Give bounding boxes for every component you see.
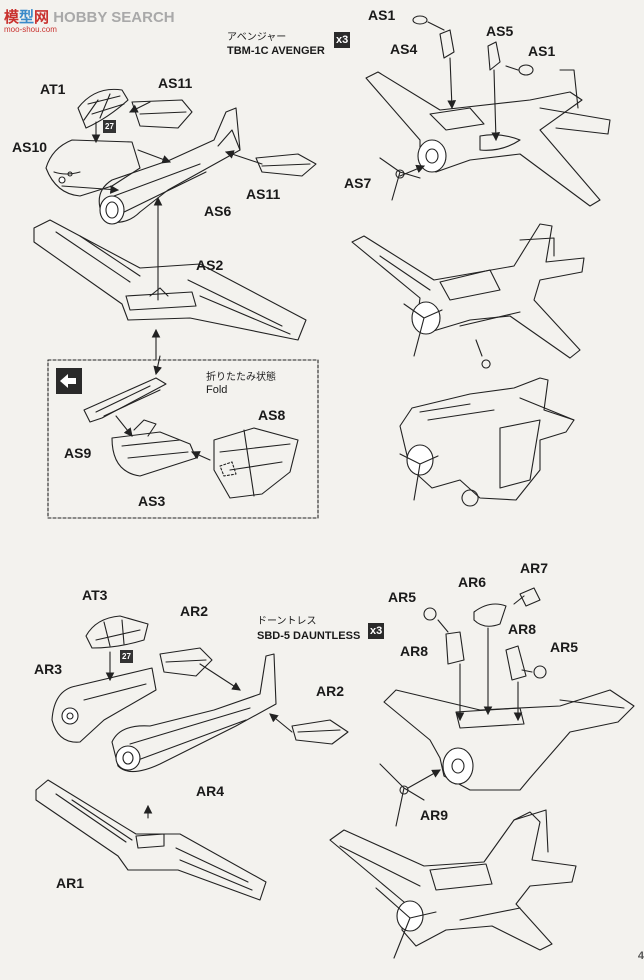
label-as2: AS2: [196, 257, 224, 273]
label-ar3: AR3: [34, 661, 63, 677]
decal-marker-avenger: 27: [103, 120, 116, 133]
dauntless-name-jp: ドーントレス: [257, 616, 317, 627]
avenger-name-en: TBM-1C AVENGER: [227, 45, 325, 57]
avenger-quantity: x3: [334, 32, 351, 48]
dauntless-name-en: SBD-5 DAUNTLESS: [257, 630, 361, 642]
label-ar8-left: AR8: [400, 643, 429, 659]
label-ar2-lower: AR2: [316, 683, 345, 699]
label-ar4: AR4: [196, 783, 225, 799]
label-as7: AS7: [344, 175, 372, 191]
fold-label-en: Fold: [206, 384, 228, 396]
label-ar2-upper: AR2: [180, 603, 209, 619]
decal-marker-dauntless: 27: [120, 650, 133, 663]
label-as4: AS4: [390, 41, 418, 57]
label-at1: AT1: [40, 81, 66, 97]
label-as10: AS10: [12, 139, 48, 155]
watermark-logo: 模型网 HOBBY SEARCH: [4, 9, 175, 26]
label-ar9: AR9: [420, 807, 449, 823]
watermark-url: moo-shou.com: [4, 25, 57, 34]
label-as3: AS3: [138, 493, 166, 509]
fold-inset-view: [56, 328, 299, 499]
page-number: 4: [637, 950, 644, 962]
label-ar8-right: AR8: [508, 621, 537, 637]
label-as8: AS8: [258, 407, 286, 423]
label-as1-left: AS1: [368, 7, 396, 23]
label-ar1: AR1: [56, 875, 85, 891]
label-as6: AS6: [204, 203, 232, 219]
label-ar7: AR7: [520, 560, 549, 576]
fold-label-jp: 折りたたみ状態: [206, 372, 276, 383]
label-as11-lower: AS11: [246, 186, 281, 202]
label-as11-upper: AS11: [158, 75, 193, 91]
fold-inset-box: [47, 359, 319, 519]
avenger-exploded-view: [33, 88, 317, 341]
label-as5: AS5: [486, 23, 514, 39]
avenger-detail-view: [351, 15, 611, 507]
label-as9: AS9: [64, 445, 92, 461]
label-ar5-left: AR5: [388, 589, 417, 605]
label-at3: AT3: [82, 587, 108, 603]
avenger-name-jp: アベンジャー: [227, 32, 287, 43]
dauntless-quantity: x3: [368, 623, 385, 639]
dauntless-exploded-view: [35, 615, 349, 901]
label-as1-right: AS1: [528, 43, 556, 59]
dauntless-detail-view: [329, 587, 635, 959]
label-ar6: AR6: [458, 574, 487, 590]
label-ar5-right: AR5: [550, 639, 579, 655]
